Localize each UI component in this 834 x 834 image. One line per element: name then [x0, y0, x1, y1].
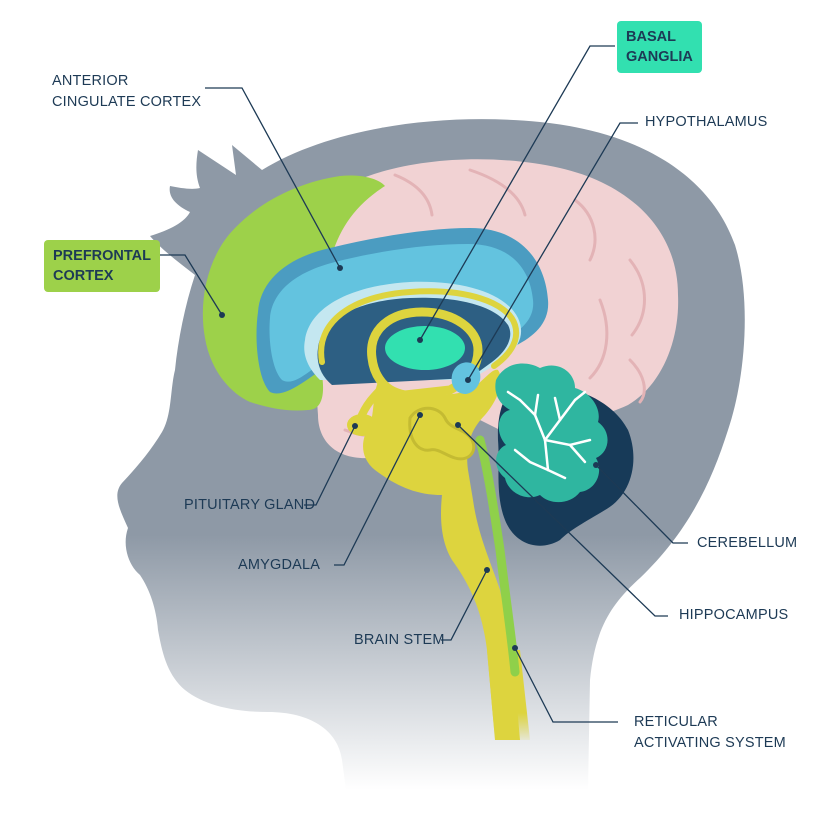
- label-line: ACTIVATING SYSTEM: [634, 735, 786, 751]
- label-line: RETICULAR: [634, 714, 718, 730]
- cerebellum: [495, 363, 634, 546]
- label-amygdala: AMYGDALA: [238, 557, 321, 573]
- label-brain-stem: BRAIN STEM: [354, 632, 445, 648]
- reticular-activating-system: [475, 435, 520, 677]
- label-line: PREFRONTAL: [53, 248, 152, 264]
- label-line: CORTEX: [53, 268, 114, 284]
- label-reticular-activating-system: RETICULAR ACTIVATING SYSTEM: [634, 712, 786, 754]
- label-line: BASAL: [626, 29, 676, 45]
- label-anterior-cingulate-cortex: ANTERIOR CINGULATE CORTEX: [52, 71, 201, 113]
- label-line: GANGLIA: [626, 49, 693, 65]
- label-line: ANTERIOR: [52, 73, 129, 89]
- label-prefrontal-cortex: PREFRONTAL CORTEX: [44, 240, 161, 292]
- basal-ganglia: [385, 326, 465, 370]
- label-pituitary-gland: PITUITARY GLAND: [184, 497, 316, 513]
- label-hippocampus: HIPPOCAMPUS: [679, 607, 789, 623]
- leader-lines: [150, 45, 688, 723]
- label-cerebellum: CEREBELLUM: [697, 535, 798, 551]
- label-hypothalamus: HYPOTHALAMUS: [645, 114, 768, 130]
- label-basal-ganglia: BASAL GANGLIA: [617, 21, 702, 73]
- limbic-system: [318, 288, 520, 740]
- label-line: CINGULATE CORTEX: [52, 94, 202, 110]
